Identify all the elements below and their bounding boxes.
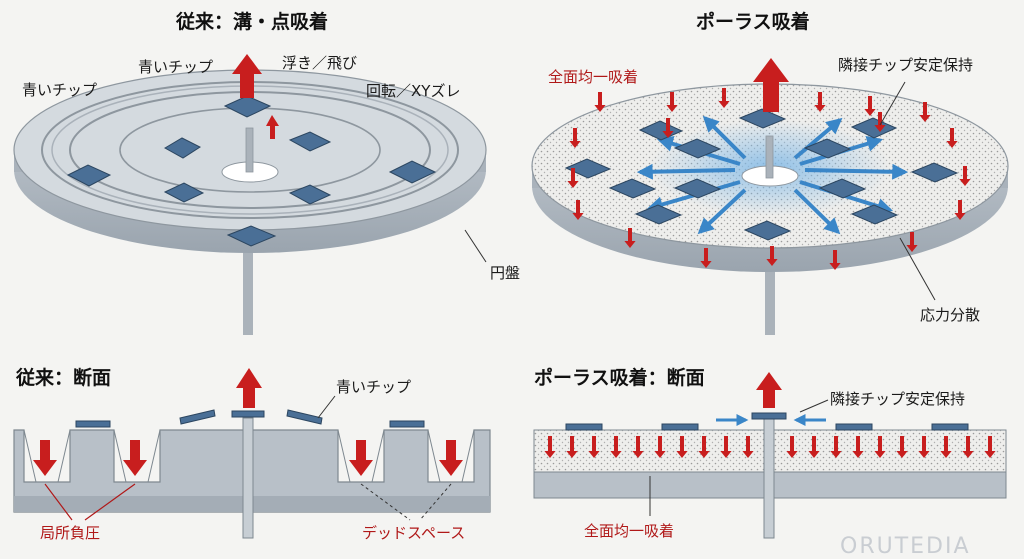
conventional-disk-illustration <box>13 54 487 335</box>
chip <box>818 178 867 199</box>
chip <box>803 138 852 159</box>
chip <box>565 423 603 431</box>
chip <box>673 178 722 199</box>
chip <box>634 204 683 225</box>
label-dead-space: デッドスペース <box>362 524 465 542</box>
porous-section <box>533 372 1007 539</box>
spindle-shaft <box>243 195 253 335</box>
chip <box>389 420 425 428</box>
stress-leader-line <box>899 237 936 301</box>
chip <box>673 138 722 159</box>
suction-arrows <box>567 88 971 270</box>
lift-arrow-icon <box>236 368 262 408</box>
chip <box>931 423 969 431</box>
label-rotation-xy: 回転／XYズレ <box>366 82 460 100</box>
adjacent-leader-line <box>879 81 906 126</box>
chip-tilted <box>286 409 323 425</box>
chip <box>661 423 699 431</box>
label-blue-chip-left: 青いチップ <box>22 81 97 99</box>
label-adjacent-stable: 隣接チップ安定保持 <box>838 56 973 74</box>
label-blue-chip-top: 青いチップ <box>138 58 213 76</box>
chip <box>743 220 792 241</box>
small-lift-arrow-icon <box>266 115 279 139</box>
disk-leader-line <box>464 229 487 263</box>
uniform-suction-arrows <box>544 436 996 458</box>
chip <box>564 158 612 179</box>
chip-lifted <box>231 410 265 418</box>
chip-tilted <box>179 409 216 425</box>
chip <box>850 204 899 225</box>
chip <box>638 120 684 141</box>
lift-arrow-icon <box>753 58 789 112</box>
local-suction-arrows <box>33 440 463 476</box>
chip <box>835 423 873 431</box>
chip <box>163 182 205 203</box>
chip <box>608 178 657 199</box>
lift-arrow-icon <box>756 372 782 408</box>
porous-disk-illustration <box>531 58 1009 335</box>
chip-center <box>751 412 787 420</box>
chip-lifted <box>223 95 272 118</box>
label-local-pressure: 局所負圧 <box>40 524 100 542</box>
watermark-text: ORUTEDIA <box>840 534 971 559</box>
chip <box>850 117 898 139</box>
chip <box>388 160 437 184</box>
label-disk: 円盤 <box>490 264 520 282</box>
chip <box>910 162 959 183</box>
chip <box>226 225 277 247</box>
title-porous-section: ポーラス吸着：断面 <box>534 366 705 389</box>
label-uniform-suction: 全面均一吸着 <box>548 68 638 86</box>
title-conventional: 従来：溝・点吸着 <box>175 10 328 33</box>
label-uniform-suction-section: 全面均一吸着 <box>584 522 674 540</box>
chip <box>738 108 787 129</box>
chip <box>288 131 332 152</box>
label-float-fly: 浮き／飛び <box>282 54 357 72</box>
label-stress-dispersion: 応力分散 <box>920 306 980 324</box>
chip <box>163 137 202 159</box>
label-blue-chip-section: 青いチップ <box>336 378 411 396</box>
title-conventional-section: 従来：断面 <box>15 366 111 389</box>
title-porous: ポーラス吸着 <box>696 10 810 33</box>
lift-arrow-icon <box>232 54 262 98</box>
chip <box>75 420 111 428</box>
chip <box>66 164 112 187</box>
chip <box>288 184 332 205</box>
conventional-section <box>13 368 491 539</box>
label-adjacent-stable-section: 隣接チップ安定保持 <box>830 390 965 408</box>
